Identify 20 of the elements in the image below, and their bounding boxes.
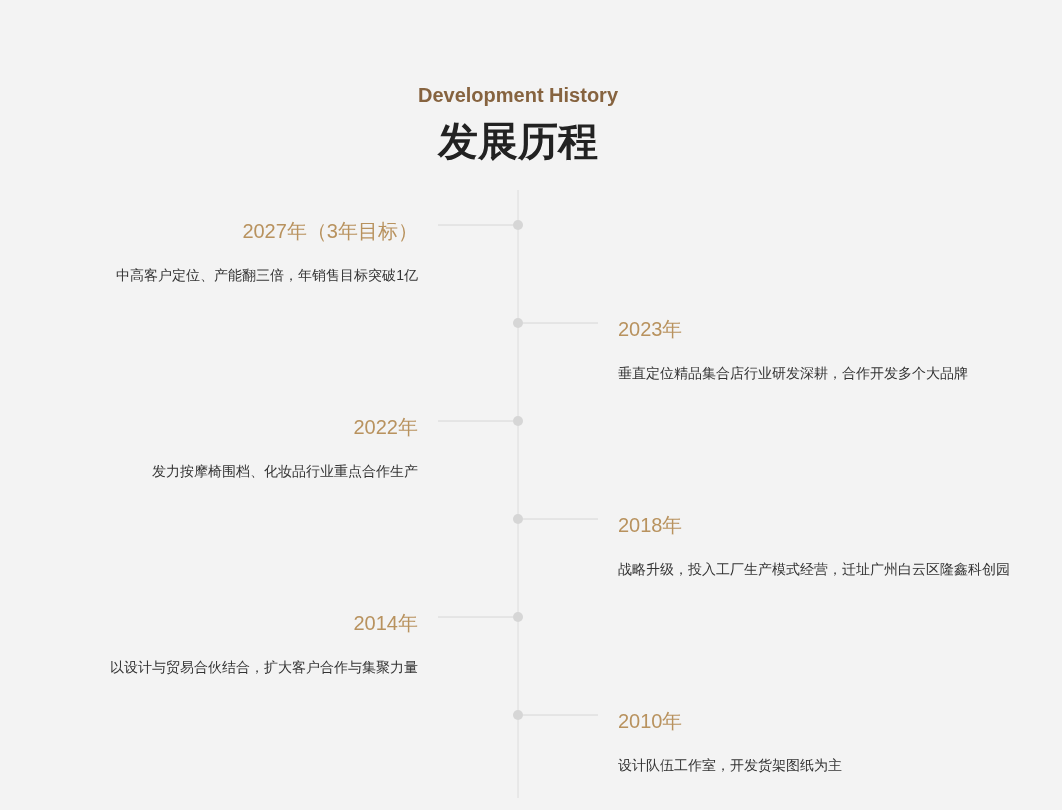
timeline-dot xyxy=(513,220,523,230)
event-description: 垂直定位精品集合店行业研发深耕，合作开发多个大品牌 xyxy=(618,364,968,383)
subtitle: Development History xyxy=(417,83,619,107)
year-heading: 2027年（3年目标） xyxy=(242,219,418,244)
timeline-dot xyxy=(513,514,523,524)
timeline-dot xyxy=(513,612,523,622)
timeline-dot xyxy=(513,318,523,328)
year-heading: 2014年 xyxy=(353,611,418,636)
year-heading: 2010年 xyxy=(618,709,683,734)
year-heading: 2022年 xyxy=(353,415,418,440)
timeline-dot xyxy=(513,710,523,720)
event-description: 设计队伍工作室，开发货架图纸为主 xyxy=(618,756,842,775)
event-description: 以设计与贸易合伙结合，扩大客户合作与集聚力量 xyxy=(110,658,418,677)
event-description: 中高客户定位、产能翻三倍，年销售目标突破1亿 xyxy=(116,266,418,285)
timeline-dot xyxy=(513,416,523,426)
title: 发展历程 xyxy=(438,118,598,165)
event-description: 发力按摩椅围档、化妆品行业重点合作生产 xyxy=(152,462,418,481)
event-description: 战略升级，投入工厂生产模式经营，迁址广州白云区隆鑫科创园 xyxy=(618,560,1010,579)
year-heading: 2023年 xyxy=(618,317,683,342)
year-heading: 2018年 xyxy=(618,513,683,538)
